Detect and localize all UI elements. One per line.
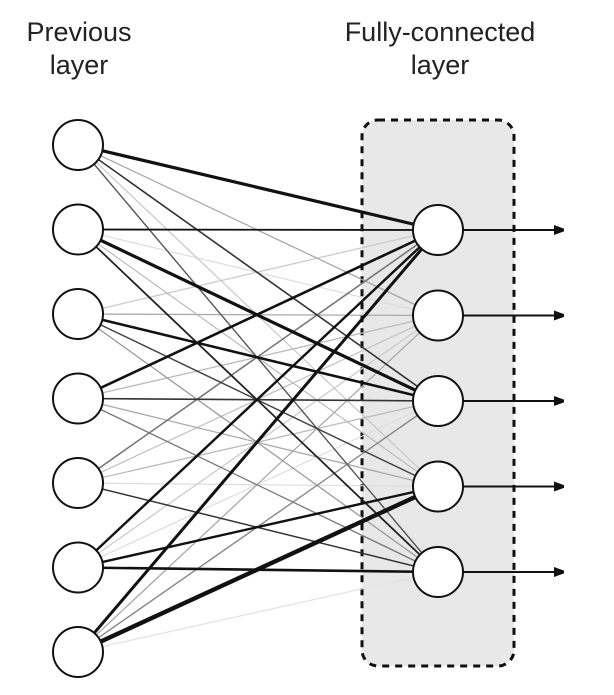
previous-layer-node-1 [52, 203, 104, 256]
previous-layer-title-line-1: Previous [26, 17, 132, 47]
fully-connected-layer-node-4 [412, 546, 464, 598]
connection-5-3 [76, 485, 440, 569]
connection-5-0 [76, 228, 440, 569]
connection-6-4 [77, 571, 439, 653]
fully-connected-layer-node-3 [412, 460, 464, 513]
previous-layer-node-6 [52, 626, 104, 678]
connection-0-0 [76, 143, 440, 232]
fully-connected-layer-title-line-1: Fully-connected [344, 17, 536, 47]
connection-0-2 [77, 144, 439, 402]
connection-2-0 [77, 229, 439, 315]
fully-connected-layer-title: Fully-connected layer [300, 16, 580, 82]
connection-6-0 [76, 228, 440, 654]
fully-connected-layer-nodes [412, 204, 464, 598]
fully-connected-layer-node-0 [412, 204, 464, 256]
connection-3-0 [76, 228, 440, 400]
fully-connected-layer-node-2 [412, 375, 464, 427]
previous-layer-node-5 [52, 541, 104, 594]
connection-1-0 [77, 228, 439, 231]
previous-layer-title-line-2: layer [49, 50, 109, 80]
connection-6-3 [75, 484, 441, 655]
connection-2-2 [76, 312, 440, 403]
previous-layer-node-3 [52, 372, 104, 425]
output-arrows-group [463, 230, 563, 572]
previous-layer-title: Previous layer [0, 16, 158, 82]
connection-3-4 [77, 397, 439, 573]
previous-layer-node-4 [52, 457, 104, 509]
fully-connected-layer-title-line-2: layer [410, 50, 470, 80]
previous-layer-node-0 [52, 119, 104, 171]
connections-group [75, 143, 441, 655]
previous-layer-node-2 [52, 288, 104, 340]
fully-connected-layer-node-1 [412, 289, 464, 342]
previous-layer-nodes [52, 119, 104, 678]
